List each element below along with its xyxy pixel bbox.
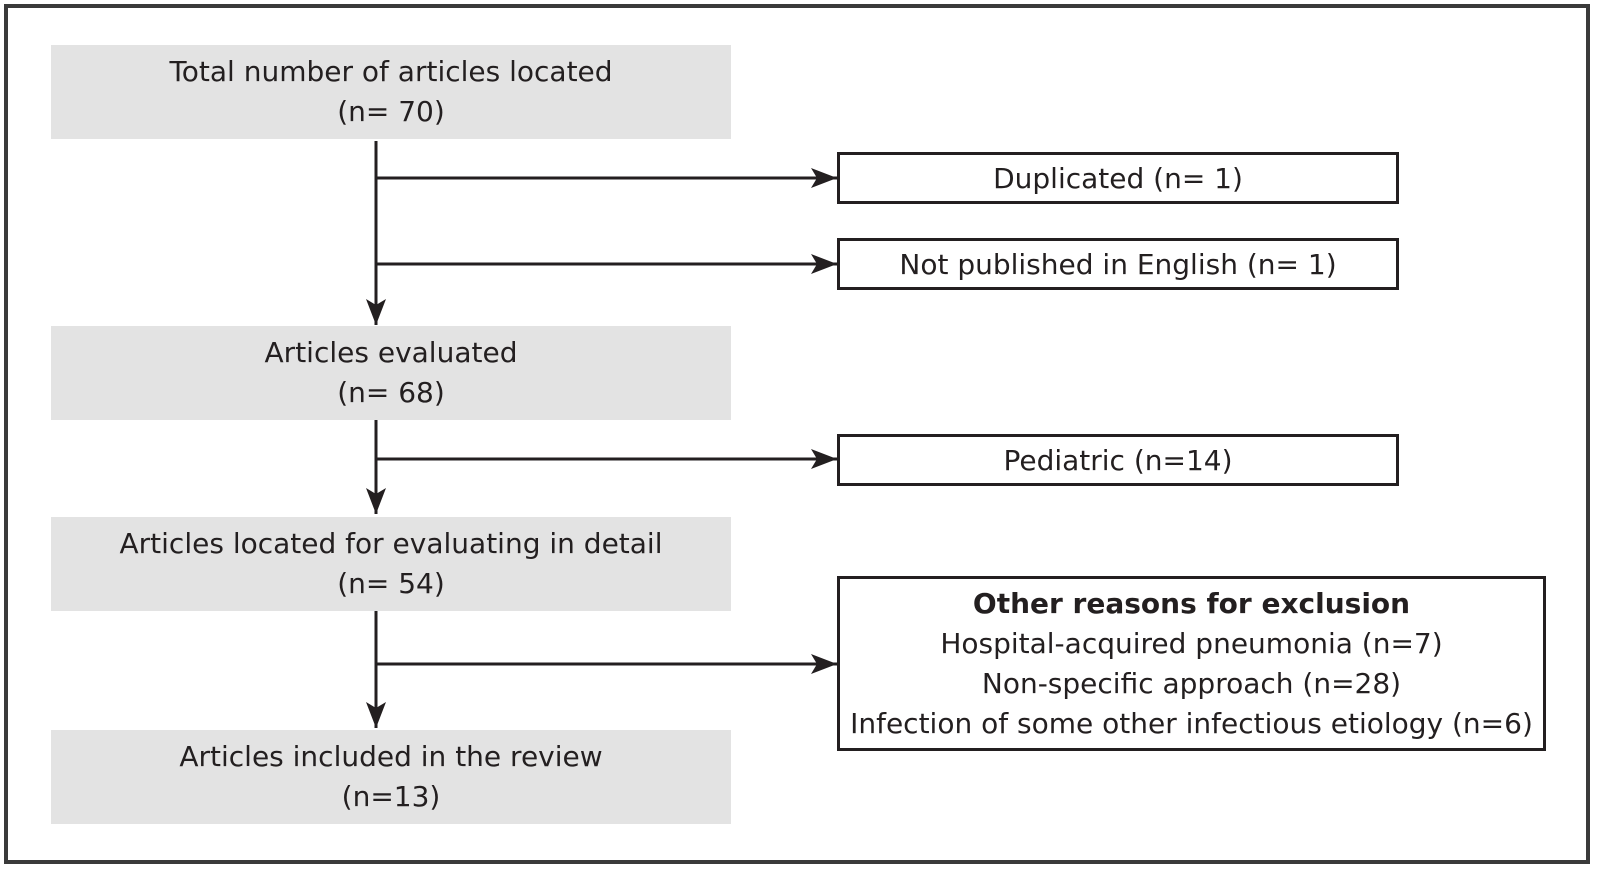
box-articles-detail: Articles located for evaluating in detai… bbox=[51, 517, 731, 611]
figure-frame bbox=[4, 4, 1590, 864]
other-reasons-title: Other reasons for exclusion bbox=[972, 586, 1411, 620]
box-other-reasons: Other reasons for exclusion Hospital-acq… bbox=[837, 576, 1546, 751]
box-evaluated-count: (n= 68) bbox=[337, 376, 445, 409]
box-pediatric: Pediatric (n=14) bbox=[837, 434, 1399, 486]
not-english-label: Not published in English (n= 1) bbox=[899, 247, 1337, 281]
duplicated-label: Duplicated (n= 1) bbox=[993, 161, 1243, 195]
box-articles-evaluated: Articles evaluated (n= 68) bbox=[51, 326, 731, 420]
box-total-articles: Total number of articles located (n= 70) bbox=[51, 45, 731, 139]
box-articles-included: Articles included in the review (n=13) bbox=[51, 730, 731, 824]
other-reason-item: Non-specific approach (n=28) bbox=[981, 666, 1402, 700]
pediatric-label: Pediatric (n=14) bbox=[1003, 443, 1233, 477]
other-reason-item: Infection of some other infectious etiol… bbox=[850, 706, 1533, 740]
box-detail-count: (n= 54) bbox=[337, 567, 445, 600]
other-reason-item: Hospital-acquired pneumonia (n=7) bbox=[940, 626, 1443, 660]
box-total-count: (n= 70) bbox=[337, 95, 445, 128]
box-included-label: Articles included in the review bbox=[179, 740, 603, 773]
box-total-label: Total number of articles located bbox=[169, 55, 613, 88]
box-not-english: Not published in English (n= 1) bbox=[837, 238, 1399, 290]
box-duplicated: Duplicated (n= 1) bbox=[837, 152, 1399, 204]
box-detail-label: Articles located for evaluating in detai… bbox=[119, 527, 663, 560]
box-evaluated-label: Articles evaluated bbox=[264, 336, 518, 369]
box-included-count: (n=13) bbox=[341, 780, 441, 813]
